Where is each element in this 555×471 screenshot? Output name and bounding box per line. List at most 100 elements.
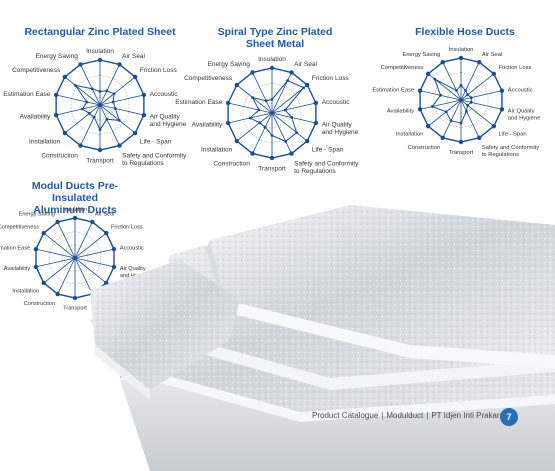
radar-axis-label: Air Seal: [95, 212, 115, 218]
radar-axis-label: Transport: [449, 150, 474, 156]
radar-axis-label: and Hygiene: [150, 121, 187, 128]
radar-spoke: [74, 232, 107, 259]
radar-value-point: [444, 110, 448, 114]
radar-value-point: [42, 281, 46, 285]
page-number-badge: 7: [500, 408, 518, 426]
radar-value-point: [283, 108, 287, 112]
radar-vertex-dot: [269, 65, 275, 71]
radar-axis-label: Accoustic: [508, 87, 533, 93]
radar-spoke: [228, 102, 273, 114]
radar-axis-label: Air Quality: [508, 109, 535, 115]
radar-spoke: [99, 104, 144, 116]
radar-vertex-dot: [440, 59, 445, 65]
radar-vertex-dot: [53, 112, 59, 118]
radar-value-point: [117, 119, 121, 122]
radar-axis-label: Life - Span: [312, 146, 344, 153]
radar-spoke: [99, 76, 136, 106]
radar-value-point: [290, 116, 294, 119]
radar-axis-label: Installation: [12, 288, 39, 294]
footer-separator: |: [381, 411, 384, 420]
radar-value-point: [42, 231, 46, 235]
footer-catalogue: Product Catalogue: [312, 411, 379, 420]
radar-vertex-dot: [491, 123, 497, 129]
radar-vertex-dot: [440, 135, 445, 141]
radar-vertex-dot: [97, 147, 103, 153]
radar-value-point: [264, 99, 268, 103]
radar-spoke: [74, 248, 115, 259]
radar-value-point: [73, 216, 77, 220]
radar-axis-label: Energy Saving: [208, 61, 251, 68]
radar-spoke: [460, 90, 503, 101]
radar-value-point: [464, 89, 467, 92]
radar-value-point: [465, 109, 468, 113]
radar-value-point: [85, 100, 89, 104]
radar-spoke: [35, 248, 76, 259]
radar-vertex-dot: [225, 100, 231, 106]
radar-axis-label: Availability: [387, 109, 414, 115]
radar-axis-label: Air Seal: [294, 61, 317, 68]
radar-axis-label: Competitiveness: [184, 75, 233, 82]
radar-spoke: [460, 99, 503, 110]
radar-vertex-dot: [78, 143, 83, 148]
radar-value-point: [112, 247, 116, 251]
radar-value-point: [104, 281, 108, 285]
radar-spoke: [419, 99, 462, 110]
radar-vertex-dot: [499, 88, 505, 93]
radar-axis-label: Safety and Conformity: [482, 145, 539, 151]
radar-grid-ring: [242, 82, 302, 144]
radar-value-point: [263, 125, 267, 129]
radar-axis-label: Availability: [4, 266, 31, 272]
radar-spoke: [43, 232, 76, 259]
radar-axis-label: Energy Saving: [19, 212, 55, 218]
radar-value-point: [81, 107, 84, 111]
radar-value-point: [56, 292, 60, 296]
radar-value-point: [284, 139, 288, 143]
radar-axis-label: Transport: [258, 166, 286, 173]
radar-vertex-dot: [225, 120, 231, 126]
radar-spoke: [252, 72, 273, 114]
footer-separator: |: [426, 411, 429, 420]
radar-axis-label: Estimation Ease: [372, 87, 414, 93]
radar-axis-label: Installation: [29, 138, 60, 145]
radar-axis-label: and Hygiene: [508, 116, 541, 122]
radar-value-point: [302, 86, 306, 90]
radar-value-point: [34, 247, 38, 251]
radar-axis-label: Transport: [86, 158, 114, 165]
radar-axis-label: Competitiveness: [381, 65, 424, 71]
radar-vertex-dot: [313, 120, 319, 126]
radar-vertex-dot: [78, 62, 83, 67]
radar-axis-label: Accoustic: [322, 99, 351, 106]
radar-spoke: [460, 61, 480, 101]
radar-value-point: [73, 83, 77, 87]
radar-axis-label: and Hygiene: [322, 129, 359, 136]
radar-spoke: [271, 112, 316, 124]
radar-axis-label: Estimation Ease: [3, 91, 50, 98]
radar-vertex-dot: [477, 135, 482, 141]
radar-value-point: [111, 100, 115, 104]
radar-axis-label: to Regulations: [482, 152, 519, 158]
radar-vertex-dot: [289, 70, 294, 75]
radar-vertex-dot: [132, 130, 138, 136]
radar-axis-label: Insulation: [449, 47, 474, 53]
radar-axis-label: Installation: [201, 146, 232, 153]
radar-spoke: [271, 112, 308, 142]
radar-axis-label: Transport: [63, 306, 87, 312]
radar-value-point: [286, 79, 290, 82]
radar-spoke: [43, 257, 76, 284]
radar-axis-label: Estimation Ease: [175, 99, 222, 106]
radar-axis-label: Construction: [24, 301, 55, 307]
radar-spoke: [56, 104, 101, 116]
radar-value-point: [105, 89, 109, 93]
radar-spoke: [442, 99, 462, 139]
radar-value-point: [56, 220, 60, 224]
radar-spoke: [460, 99, 495, 127]
radar-axis-label: Air Quality: [120, 266, 146, 272]
chart-1-title-line: Rectangular Zinc Plated Sheet: [24, 26, 176, 38]
radar-spoke: [74, 257, 115, 268]
radar-value-point: [459, 83, 463, 87]
radar-value-point: [469, 100, 473, 104]
radar-axis-label: Competitiveness: [0, 224, 39, 230]
